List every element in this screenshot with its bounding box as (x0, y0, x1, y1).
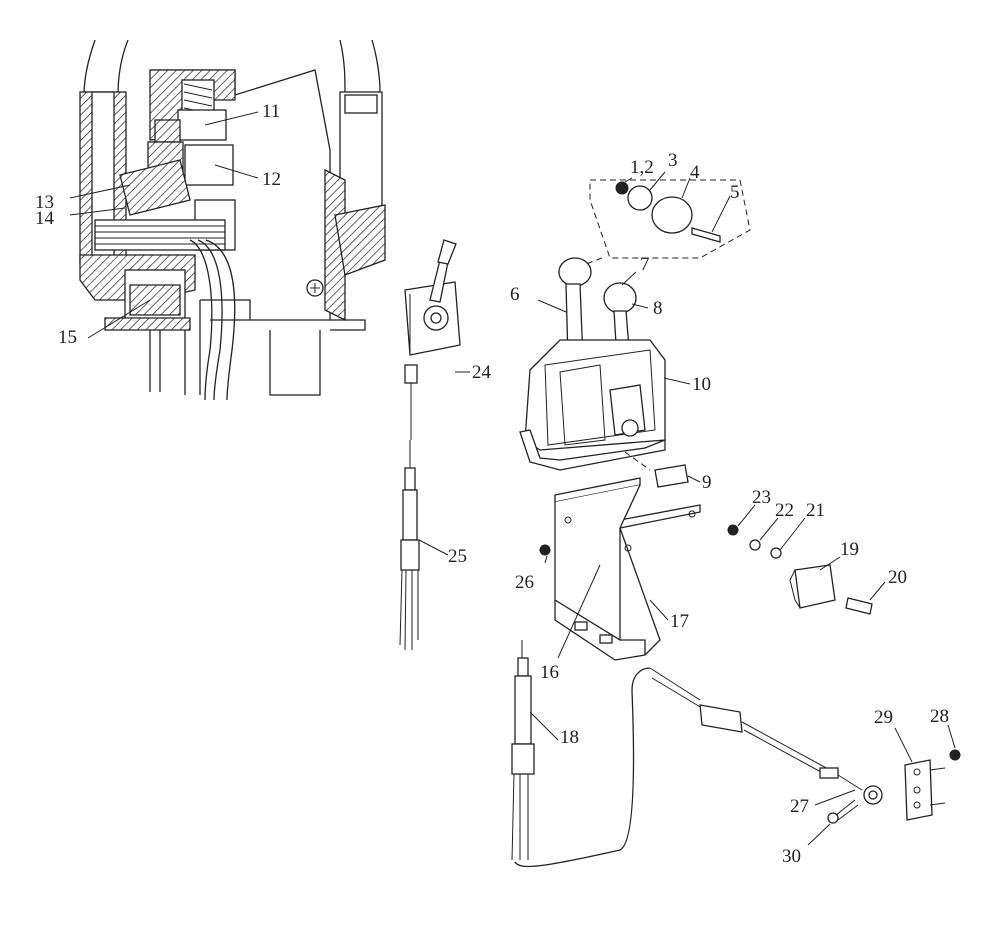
label-16: 16 (540, 662, 559, 683)
label-18: 18 (560, 727, 579, 748)
label-11: 11 (262, 101, 280, 122)
engine-cutaway-view (69, 39, 386, 401)
label-12: 12 (262, 169, 281, 190)
screw-26 (539, 544, 551, 564)
label-24: 24 (472, 362, 492, 383)
control-cable-27 (699, 704, 883, 806)
label-9: 9 (702, 472, 712, 493)
label-20: 20 (888, 567, 907, 588)
label-21: 21 (806, 500, 825, 521)
part-number-labels: 1,2 3 4 5 6 7 8 9 10 11 12 13 14 15 16 1… (35, 101, 949, 867)
control-cable-18 (511, 640, 703, 868)
dual-lever-control (519, 257, 691, 471)
ground-symbol-icon (306, 279, 324, 297)
label-6: 6 (510, 284, 520, 305)
label-15: 15 (58, 327, 77, 348)
label-3: 3 (668, 150, 678, 171)
label-10: 10 (692, 374, 711, 395)
label-23: 23 (752, 487, 771, 508)
mounting-bracket (554, 477, 701, 661)
label-7: 7 (640, 254, 650, 275)
hardware-19-23 (727, 504, 886, 615)
switch-9 (654, 464, 701, 488)
label-8: 8 (653, 298, 663, 319)
label-28: 28 (930, 706, 949, 727)
label-30: 30 (782, 846, 801, 867)
label-27: 27 (790, 796, 809, 817)
label-19: 19 (840, 539, 859, 560)
bolt-30 (807, 799, 859, 846)
single-lever-control (404, 239, 470, 440)
label-1-2: 1,2 (630, 157, 654, 178)
control-cable-25 (399, 440, 449, 651)
label-13: 13 (35, 192, 54, 213)
knob-assembly (569, 171, 751, 271)
plate-29 (894, 724, 961, 821)
label-4: 4 (690, 162, 700, 183)
label-26: 26 (515, 572, 534, 593)
label-22: 22 (775, 500, 794, 521)
label-17: 17 (670, 611, 689, 632)
label-25: 25 (448, 546, 467, 567)
label-14: 14 (35, 208, 55, 229)
label-29: 29 (874, 707, 893, 728)
label-5: 5 (730, 182, 740, 203)
